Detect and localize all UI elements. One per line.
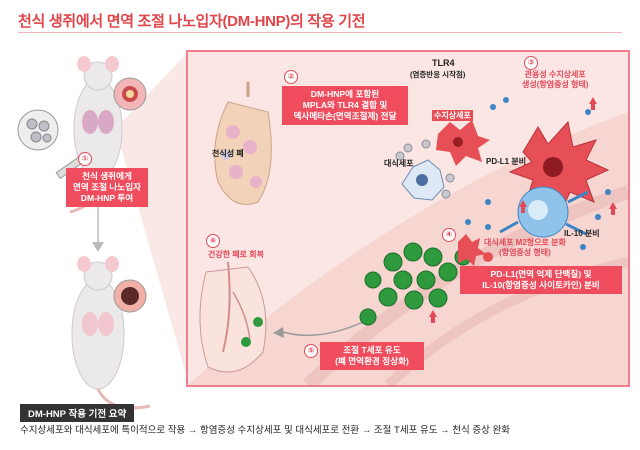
step-4-number: ④ xyxy=(442,228,456,242)
step-2-line: 덱사메타손(면역조절제) 전달 xyxy=(293,111,397,121)
asthma-lung-label: 천식성 폐 xyxy=(212,149,244,158)
cytokine-dots xyxy=(465,97,611,250)
nanoparticle-icon xyxy=(17,109,59,151)
down-arrow-icon xyxy=(92,242,104,252)
healthy-mouse-icon xyxy=(71,256,151,410)
regulatory-t-cells xyxy=(359,242,472,326)
mice-illustration xyxy=(17,54,186,410)
inflammatory-cells xyxy=(458,234,493,266)
step-4-line: (항염증성 형태) xyxy=(499,248,551,257)
mechanism-illustration xyxy=(188,82,628,385)
step-3-line: 관용성 수지상세포 xyxy=(524,70,586,79)
secretion-callout: PD-L1(면역 억제 단백질) 및 IL-10(항염증성 사이토카인) 분비 xyxy=(460,266,622,294)
healthy-lung-icon xyxy=(199,261,267,373)
asthma-lung-icon xyxy=(214,82,272,205)
increase-arrow-icon xyxy=(429,97,617,323)
step-1-callout: 천식 생쥐에게 면역 조절 나노입자 DM-HNP 투여 xyxy=(66,168,148,207)
m2-macrophage-icon xyxy=(499,186,589,238)
title-divider xyxy=(18,32,622,33)
step-2-callout: DM-HNP에 포함된 MPLA와 TLR4 결합 및 덱사메타손(면역조절제)… xyxy=(282,86,408,125)
inflamed-airway-icon xyxy=(113,77,147,111)
step-1-line: 천식 생쥐에게 xyxy=(82,171,132,181)
step-2-line: MPLA와 TLR4 결합 및 xyxy=(302,100,388,110)
step-1-line: 면역 조절 나노입자 xyxy=(72,182,142,192)
healthy-airway-icon xyxy=(113,279,147,313)
step-2-number: ② xyxy=(284,70,298,84)
summary-heading: DM-HNP 작용 기전 요약 xyxy=(20,404,135,422)
step-1-number: ① xyxy=(78,152,92,166)
tlr4-label: TLR4 xyxy=(432,58,455,68)
step-5-number: ⑤ xyxy=(304,344,318,358)
step-1-line: DM-HNP 투여 xyxy=(80,193,134,203)
il10-label: IL-10 분비 xyxy=(564,229,600,238)
step-3-line: 생성(항염증성 형태) xyxy=(522,80,589,89)
step-3-number: ③ xyxy=(524,56,538,70)
summary-text: 수지상세포와 대식세포에 특이적으로 작용 → 항염증성 수지상세포 및 대식세… xyxy=(20,425,510,436)
secretion-line: IL-10(항염증성 사이토카인) 분비 xyxy=(482,280,600,290)
step-5-line: (폐 면역환경 정상화) xyxy=(335,356,409,366)
step-6-label: 건강한 폐로 회복 xyxy=(208,250,264,259)
macrophage-icon xyxy=(401,159,445,201)
tlr4-sublabel: (염증반응 시작점) xyxy=(410,70,466,79)
step-6-number: ⑥ xyxy=(206,234,220,248)
pdl1-label: PD-L1 분비 xyxy=(486,157,527,166)
step-5-line: 조절 T세포 유도 xyxy=(343,345,401,355)
zoom-connector xyxy=(120,54,186,374)
step-2-line: DM-HNP에 포함된 xyxy=(310,89,380,99)
dendritic-cell-icon xyxy=(436,120,490,166)
step-3-label: 관용성 수지상세포 생성(항염증성 형태) xyxy=(522,70,588,90)
page-title: 천식 생쥐에서 면역 조절 나노입자(DM-HNP)의 작용 기전 xyxy=(18,13,366,30)
step-4-line: 대식세포 M2형으로 분화 xyxy=(484,238,566,247)
macrophage-label: 대식세포 xyxy=(384,159,414,168)
dendritic-cell-label: 수지상세포 xyxy=(432,110,473,121)
step-5-callout: 조절 T세포 유도 (폐 면역환경 정상화) xyxy=(320,342,424,370)
nanoparticle-cluster xyxy=(395,139,455,199)
arrow-head-icon xyxy=(273,327,284,338)
step-4-label: 대식세포 M2형으로 분화 (항염증성 형태) xyxy=(484,238,566,258)
mechanism-panel: ② DM-HNP에 포함된 MPLA와 TLR4 결합 및 덱사메타손(면역조절… xyxy=(186,50,630,387)
recovery-arrow xyxy=(282,321,364,337)
secretion-line: PD-L1(면역 억제 단백질) 및 xyxy=(490,269,592,279)
